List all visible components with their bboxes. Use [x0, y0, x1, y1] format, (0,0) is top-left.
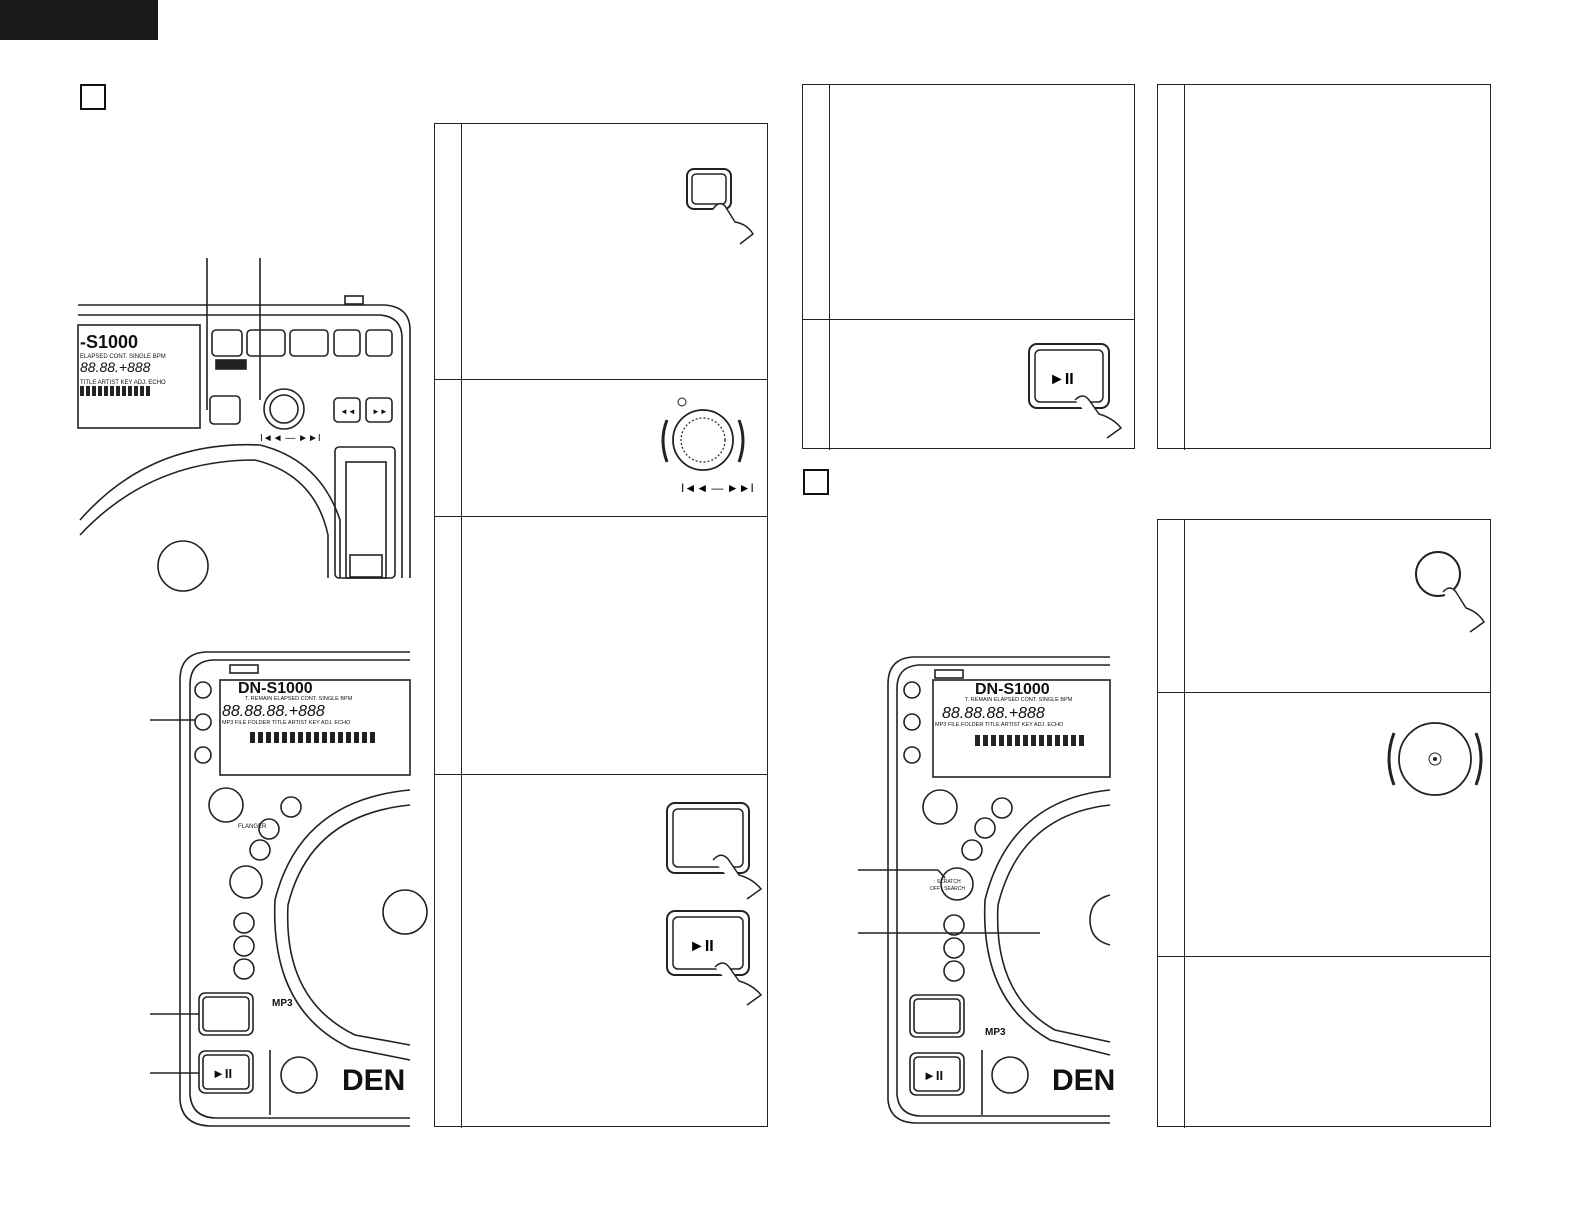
step-gutter	[1158, 957, 1185, 1128]
step-a4: ►II	[435, 774, 767, 1128]
step-gutter	[435, 380, 462, 516]
play-pause-label-right: ►II	[923, 1068, 943, 1083]
skip-symbol: I◄◄ — ►►I	[681, 481, 754, 495]
lcd-top-labels-partial: ELAPSED CONT. SINGLE BPM	[80, 354, 166, 360]
brand-right: DEN	[1052, 1064, 1115, 1097]
step-d1	[1158, 520, 1490, 692]
step-gutter	[1158, 693, 1185, 956]
model-name-right: DN-S1000	[975, 681, 1050, 698]
play-pause-button-icon: ►II	[1028, 343, 1123, 439]
flanger-label: FLANGER	[238, 824, 267, 830]
scan-fwd-partial: ►►	[372, 407, 388, 416]
lcd-meter-right	[975, 735, 1084, 746]
lcd-digits-right: 88.88.88.+888	[942, 705, 1045, 722]
step-gutter	[435, 517, 462, 774]
device-top-partial	[77, 258, 411, 592]
language-tab	[0, 0, 158, 40]
jog-wheel-icon	[1387, 722, 1483, 796]
step-d2	[1158, 692, 1490, 956]
skip-symbol-partial: I◄◄ — ►►I	[260, 433, 321, 444]
steps-panel-d	[1157, 519, 1491, 1128]
step-gutter	[1158, 520, 1185, 692]
section-box-icon	[80, 84, 106, 110]
step-b1	[803, 85, 1134, 319]
play-pause-icon: ►II	[1049, 371, 1074, 388]
lcd-digits-partial: 88.88.+888	[80, 359, 151, 375]
steps-panel-b: ►II	[802, 84, 1135, 450]
step-a1	[435, 124, 767, 379]
brand-left: DEN	[342, 1064, 405, 1097]
step-gutter	[1158, 85, 1185, 450]
scan-back-partial: ◄◄	[340, 407, 356, 416]
mp3-logo-right: MP3	[985, 1027, 1006, 1038]
lcd-bottom-labels-partial: TITLE ARTIST KEY ADJ. ECHO	[80, 380, 166, 386]
device-full-left	[150, 651, 428, 1127]
lcd-top-labels-right: T. REMAIN ELAPSED CONT. SINGLE BPM	[965, 697, 1073, 703]
lcd-digits-left: 88.88.88.+888	[222, 703, 325, 720]
step-a3	[435, 516, 767, 774]
step-c1	[1158, 85, 1490, 450]
search-mode-label: OFF : SEARCH	[930, 886, 965, 892]
lcd-bottom-labels-left: MP3 FILE FOLDER TITLE ARTIST KEY ADJ. EC…	[222, 720, 351, 726]
step-gutter	[435, 775, 462, 1128]
scratch-mode-label: : SCRATCH	[934, 879, 961, 885]
hand-pointer-icon: ►II	[666, 802, 763, 1006]
section-box-icon	[803, 469, 829, 495]
lcd-top-labels-left: T. REMAIN ELAPSED CONT. SINGLE BPM	[245, 696, 353, 702]
step-b2: ►II	[803, 319, 1134, 450]
model-name-partial: -S1000	[80, 332, 138, 352]
jog-dial-icon: I◄◄ — ►►I	[661, 397, 754, 495]
steps-panel-a: I◄◄ — ►►I ►II	[434, 123, 768, 1128]
step-d3	[1158, 956, 1490, 1128]
device-full-right	[858, 656, 1111, 1124]
play-pause-icon: ►II	[689, 938, 714, 955]
lcd-meter-partial	[80, 386, 150, 396]
hand-pointer-icon	[686, 168, 754, 245]
play-pause-label-left: ►II	[212, 1066, 232, 1081]
step-gutter	[435, 124, 462, 379]
mp3-logo-left: MP3	[272, 998, 293, 1009]
hand-pointer-icon	[1415, 551, 1485, 633]
model-name-left: DN-S1000	[238, 680, 313, 697]
step-gutter	[803, 85, 830, 319]
lcd-bottom-labels-right: MP3 FILE FOLDER TITLE ARTIST KEY ADJ. EC…	[935, 722, 1064, 728]
lcd-meter-left	[250, 732, 375, 743]
step-a2: I◄◄ — ►►I	[435, 379, 767, 516]
steps-panel-c	[1157, 84, 1491, 450]
step-gutter	[803, 320, 830, 450]
